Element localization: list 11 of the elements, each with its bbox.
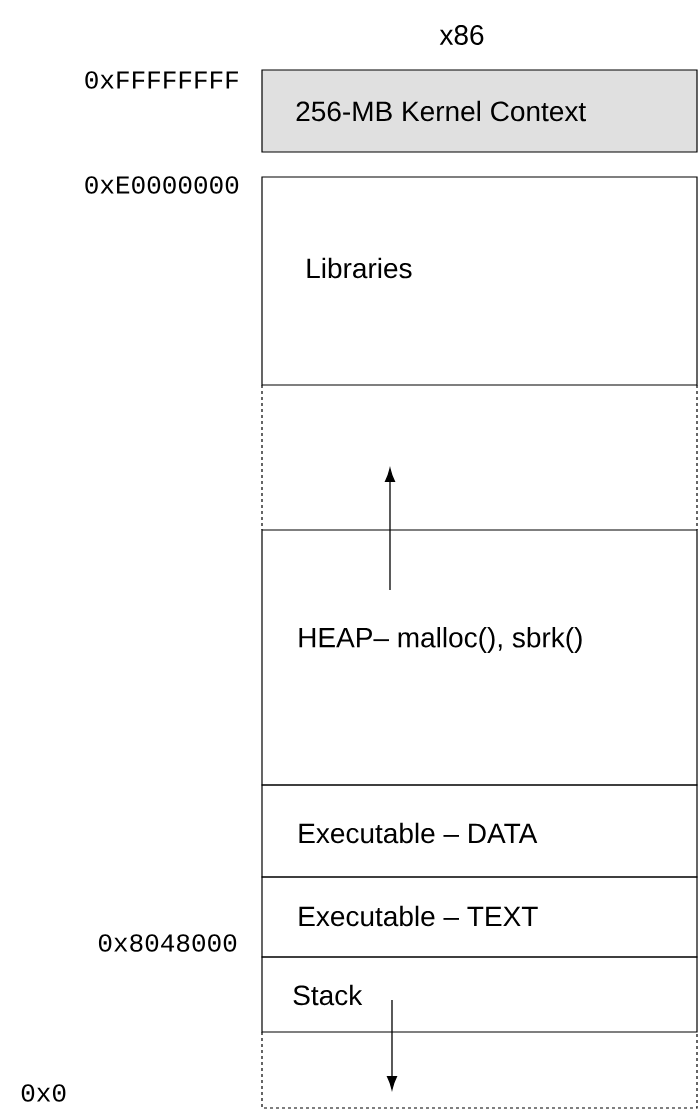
memory-region-box: Executable – TEXT xyxy=(261,876,698,958)
title: x86 xyxy=(439,25,484,45)
memory-region-box: Stack xyxy=(261,956,698,1033)
address-label: 0xE0000000 xyxy=(85,176,239,194)
address-label: 0x0 xyxy=(21,1084,66,1102)
address-label: 0x8048000 xyxy=(98,934,237,952)
memory-region-box: HEAP– malloc(), sbrk() xyxy=(261,529,698,786)
kernel-region-box: 256-MB Kernel Context xyxy=(261,69,698,153)
memory-region-box: Libraries xyxy=(261,176,698,386)
address-label: 0xFFFFFFFF xyxy=(85,71,238,89)
memory-region-box: Executable – DATA xyxy=(261,784,698,878)
